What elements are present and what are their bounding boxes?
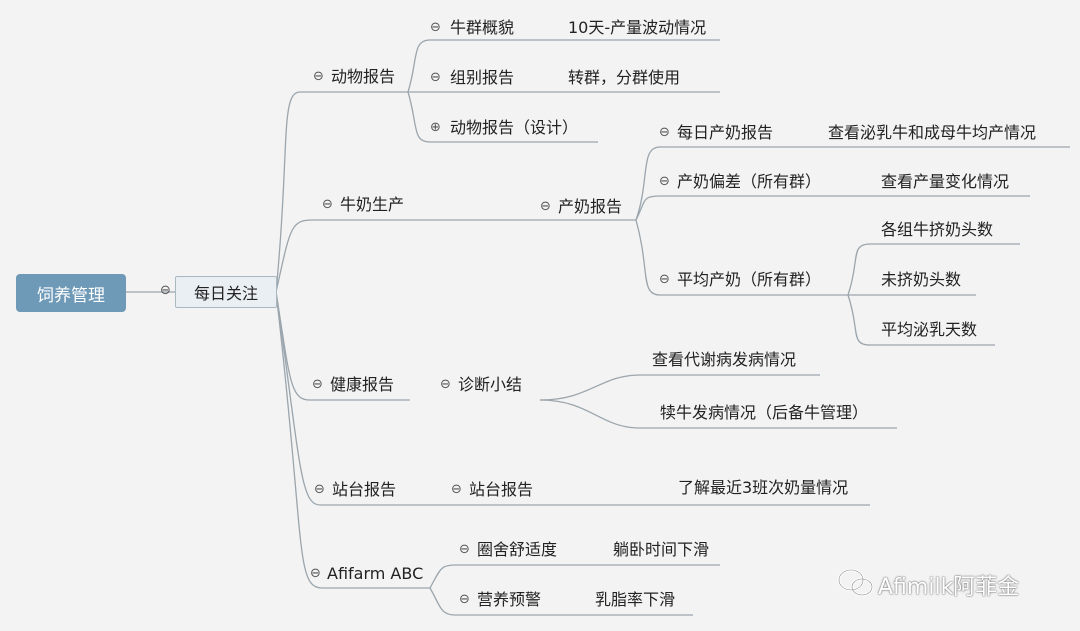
collapse-toggle-icon[interactable]: ⊖: [440, 377, 451, 392]
animal-report-node[interactable]: 动物报告: [331, 67, 396, 86]
wechat-icon: [837, 568, 874, 597]
comfort-note: 躺卧时间下滑: [613, 540, 710, 559]
avg-yield-note: 未挤奶头数: [881, 270, 962, 289]
herd-overview-node[interactable]: 牛群概貌: [450, 18, 515, 37]
milk-production-node[interactable]: 牛奶生产: [340, 195, 405, 214]
diagnosis-node[interactable]: 诊断小结: [458, 375, 523, 394]
animal-report-design-node[interactable]: 动物报告（设计）: [450, 118, 579, 137]
health-report-node[interactable]: 健康报告: [330, 375, 395, 394]
collapse-toggle-icon[interactable]: ⊖: [160, 283, 171, 298]
yield-deviation-node[interactable]: 产奶偏差（所有群）: [677, 172, 822, 191]
collapse-toggle-icon[interactable]: ⊖: [659, 125, 670, 140]
collapse-toggle-icon[interactable]: ⊖: [430, 70, 441, 85]
nutrition-node[interactable]: 营养预警: [477, 590, 542, 609]
yield-deviation-note: 查看产量变化情况: [881, 172, 1010, 191]
center-node[interactable]: 每日关注: [175, 276, 277, 308]
afifarm-node[interactable]: Afifarm ABC: [327, 564, 424, 583]
collapse-toggle-icon[interactable]: ⊖: [313, 69, 324, 84]
yield-report-node[interactable]: 产奶报告: [558, 197, 623, 216]
diagnosis-note: 查看代谢病发病情况: [652, 350, 797, 369]
nutrition-note: 乳脂率下滑: [595, 590, 676, 609]
collapse-toggle-icon[interactable]: ⊖: [459, 542, 470, 557]
diagnosis-note: 犊牛发病情况（后备牛管理）: [660, 403, 869, 422]
station-report-node[interactable]: 站台报告: [332, 480, 397, 499]
daily-yield-node[interactable]: 每日产奶报告: [677, 123, 774, 142]
group-report-node[interactable]: 组别报告: [450, 68, 515, 87]
comfort-node[interactable]: 圈舍舒适度: [477, 540, 558, 559]
collapse-toggle-icon[interactable]: ⊖: [314, 482, 325, 497]
avg-yield-note: 各组牛挤奶头数: [881, 220, 994, 239]
collapse-toggle-icon[interactable]: ⊖: [659, 272, 670, 287]
collapse-toggle-icon[interactable]: ⊖: [459, 592, 470, 607]
collapse-toggle-icon[interactable]: ⊖: [430, 20, 441, 35]
station-note: 了解最近3班次奶量情况: [678, 478, 849, 497]
herd-overview-note: 10天-产量波动情况: [568, 18, 707, 37]
avg-yield-node[interactable]: 平均产奶（所有群）: [677, 270, 822, 289]
collapse-toggle-icon[interactable]: ⊖: [322, 197, 333, 212]
group-report-note: 转群，分群使用: [568, 68, 681, 87]
station-node[interactable]: 站台报告: [469, 480, 534, 499]
watermark-text: Afimilk阿菲金: [878, 575, 1020, 600]
expand-toggle-icon[interactable]: ⊕: [430, 120, 441, 135]
collapse-toggle-icon[interactable]: ⊖: [540, 199, 551, 214]
root-node[interactable]: 饲养管理: [16, 274, 126, 312]
collapse-toggle-icon[interactable]: ⊖: [310, 566, 321, 581]
collapse-toggle-icon[interactable]: ⊖: [451, 482, 462, 497]
collapse-toggle-icon[interactable]: ⊖: [659, 174, 670, 189]
daily-yield-note: 查看泌乳牛和成母牛均产情况: [828, 123, 1037, 142]
avg-yield-note: 平均泌乳天数: [881, 320, 978, 339]
collapse-toggle-icon[interactable]: ⊖: [312, 377, 323, 392]
